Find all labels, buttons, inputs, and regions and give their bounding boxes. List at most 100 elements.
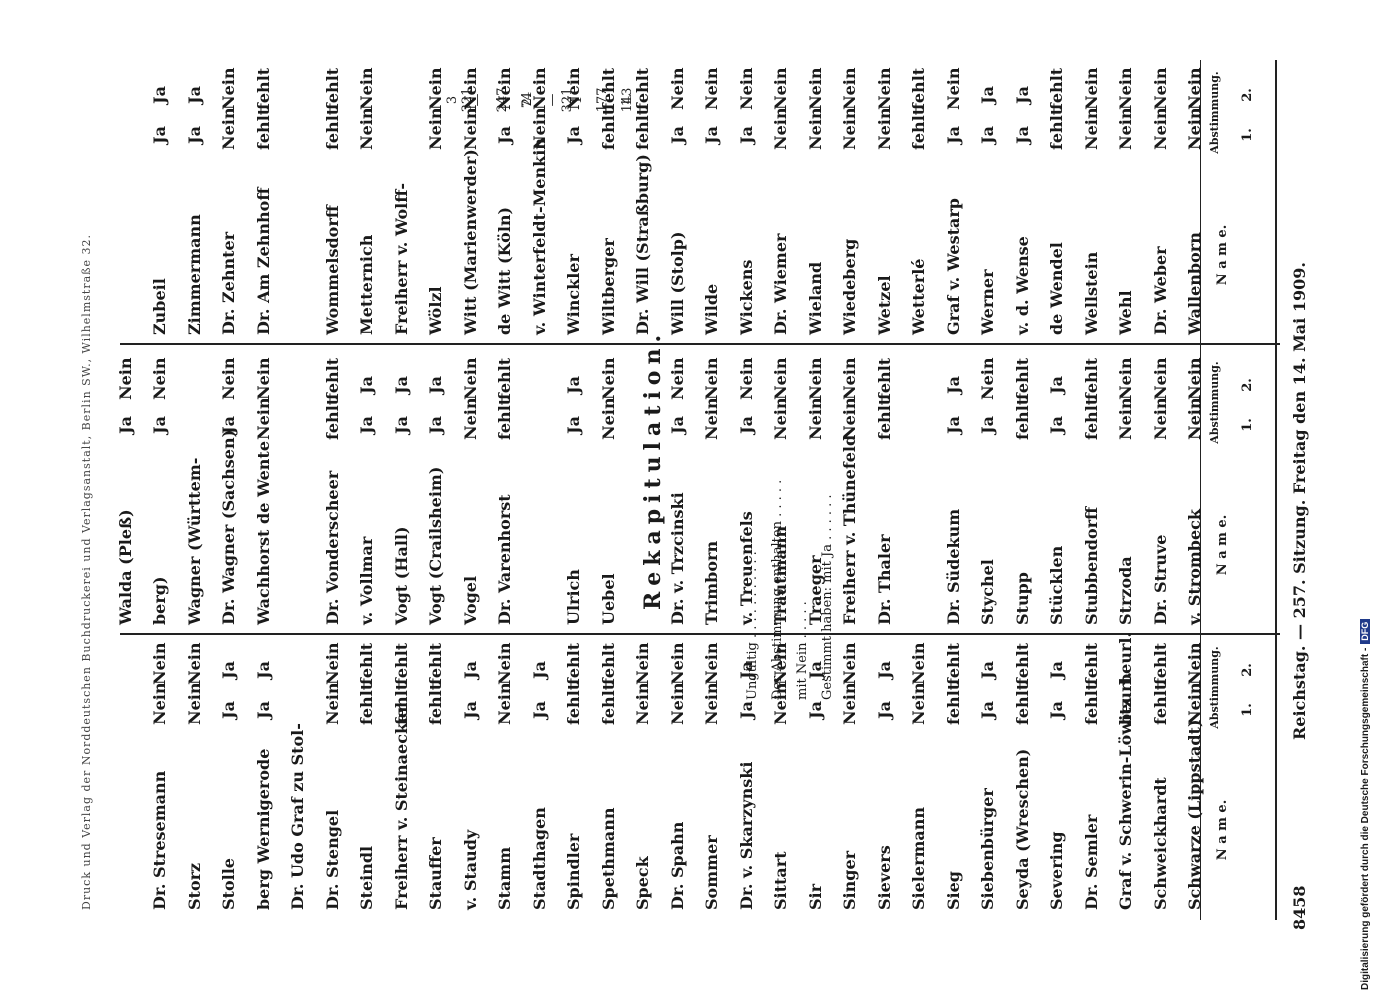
vote1-value: Nein (702, 397, 721, 440)
member-name: Dr. Udo Graf zu Stol- (288, 723, 307, 910)
vote2-value: Ja (184, 86, 204, 104)
vote1-value: Ja (391, 416, 411, 434)
vote1-header: 1. (1240, 418, 1255, 432)
member-name: Vogt (Hall) (391, 526, 411, 625)
vote1-value: Nein (1150, 107, 1170, 150)
vote1-value: Ja (943, 126, 963, 144)
vote1-value: Nein (1185, 397, 1204, 440)
recap-value2: 74 (520, 91, 535, 109)
vote2-value: Nein (667, 642, 687, 685)
name-header: N a m e. (1215, 514, 1230, 576)
member-name: Stupp (1012, 572, 1032, 625)
vote1-value: fehlt (322, 397, 342, 440)
vote2-value: Nein (426, 67, 445, 110)
vote1-value: Nein (909, 682, 928, 725)
member-name: Sir (805, 883, 825, 910)
vote2-value: Nein (115, 357, 135, 400)
vote2-value: Nein (702, 642, 721, 685)
member-name: v. d. Wense (1012, 236, 1032, 335)
member-name: Zubeil (150, 278, 169, 335)
recap-label: mit Nein . . . . . (795, 601, 810, 700)
vote1-value: Nein (1185, 682, 1204, 725)
member-name: de Wendel (1047, 242, 1066, 335)
vote1-value: fehlt (1081, 397, 1101, 440)
vote2-value: Nein (460, 357, 480, 400)
vote1-value: Ja (460, 701, 480, 719)
vote1-value: Ja (978, 126, 997, 144)
abstimmung-header: Abstimmung. (1208, 361, 1221, 444)
vote1-value: Ja (943, 416, 963, 434)
vote2-value: Nein (667, 357, 687, 400)
vote1-value: fehlt (391, 682, 411, 725)
vote1-value: Nein (253, 397, 273, 440)
vote1-value: Ja (1047, 416, 1066, 434)
vote1-value: fehlt (426, 682, 445, 725)
vote1-value: Ja (1012, 126, 1032, 144)
vote2-value: Nein (840, 642, 859, 685)
page-number: 8458 (1290, 885, 1309, 930)
member-name: Trimborn (702, 540, 721, 625)
vote1-value: Ja (736, 126, 756, 144)
vote2-value: Ja (1047, 661, 1066, 679)
member-name: Stolle (219, 858, 238, 910)
vote2-value: Nein (909, 642, 928, 685)
vote2-value: fehlt (322, 357, 342, 400)
member-name: Vogt (Crailsheim) (426, 466, 445, 625)
vote1-value: fehlt (633, 107, 652, 150)
vote1-value: Ja (978, 701, 997, 719)
vote2-value: Nein (357, 67, 376, 110)
vote2-value: Nein (253, 357, 273, 400)
recap-value1: 143 (620, 87, 635, 113)
member-name: Dr. Am Zehnhoff (253, 187, 273, 335)
member-name: Zimmermann (184, 214, 204, 335)
vote1-value: Ja (426, 416, 445, 434)
member-name: Dr. Struve (1150, 534, 1170, 625)
vote2-value: Nein (840, 67, 859, 110)
vote2-value: Nein (1185, 67, 1204, 110)
recap-label: Gestimmt haben: mit Ja . . . . . . (820, 494, 835, 700)
vote2-value: Ja (978, 86, 997, 104)
vote1-value: Ja (495, 126, 514, 144)
recap-total1: 321 (560, 87, 575, 113)
vote1-value: Ja (667, 416, 687, 434)
vote2-value: fehlt (564, 642, 583, 685)
vote1-value: Ja (184, 126, 204, 144)
vote2-value: Nein (184, 642, 204, 685)
member-name: Sielermann (909, 806, 928, 910)
vote2-value: Nein (495, 642, 514, 685)
vote1-value: Nein (1150, 397, 1170, 440)
vote2-value: Nein (702, 357, 721, 400)
vote1-value: fehlt (253, 107, 273, 150)
vote1-value: Nein (1116, 107, 1135, 150)
dfg-credit: Digitalisierung gefördert durch die Deut… (1360, 618, 1371, 990)
member-name: Stychel (978, 559, 997, 625)
vote2-value: Nein (598, 357, 618, 400)
vote2-value: Nein (219, 357, 238, 400)
member-name: Graf v. Westarp (943, 198, 963, 335)
vote1-value: Nein (460, 397, 480, 440)
vote1-value: Ja (1047, 701, 1066, 719)
member-name: Walda (Pleß) (115, 509, 135, 625)
vote1-value: Nein (357, 107, 376, 150)
vote2-value: Nein (1116, 357, 1135, 400)
member-name: Dr. v. Skarzynski (736, 761, 756, 910)
vote2-value: Nein (1150, 357, 1170, 400)
abstimmung-header: Abstimmung. (1208, 646, 1221, 729)
vote1-value: fehlt (322, 107, 342, 150)
member-name: Wommelsdorff (322, 205, 342, 335)
member-name: Wiedeberg (840, 238, 859, 335)
recap-total2: 321 (460, 87, 475, 113)
vote1-value: Nein (667, 682, 687, 725)
member-name: Wiltberger (598, 238, 618, 335)
vote2-value: fehlt (1081, 357, 1101, 400)
vote2-value: Ja (150, 86, 169, 104)
vote2-value: Nein (736, 357, 756, 400)
recap-value1: 177 (595, 87, 610, 113)
member-name: Wieland (805, 261, 825, 335)
member-name: Stubbendorff (1081, 506, 1101, 625)
vote1-value: fehlt (909, 107, 928, 150)
vote1-value: fehlt (564, 682, 583, 725)
vote2-value: Nein (1185, 357, 1204, 400)
vote1-value: Nein (1116, 397, 1135, 440)
vote1-value: fehlt (1012, 397, 1032, 440)
